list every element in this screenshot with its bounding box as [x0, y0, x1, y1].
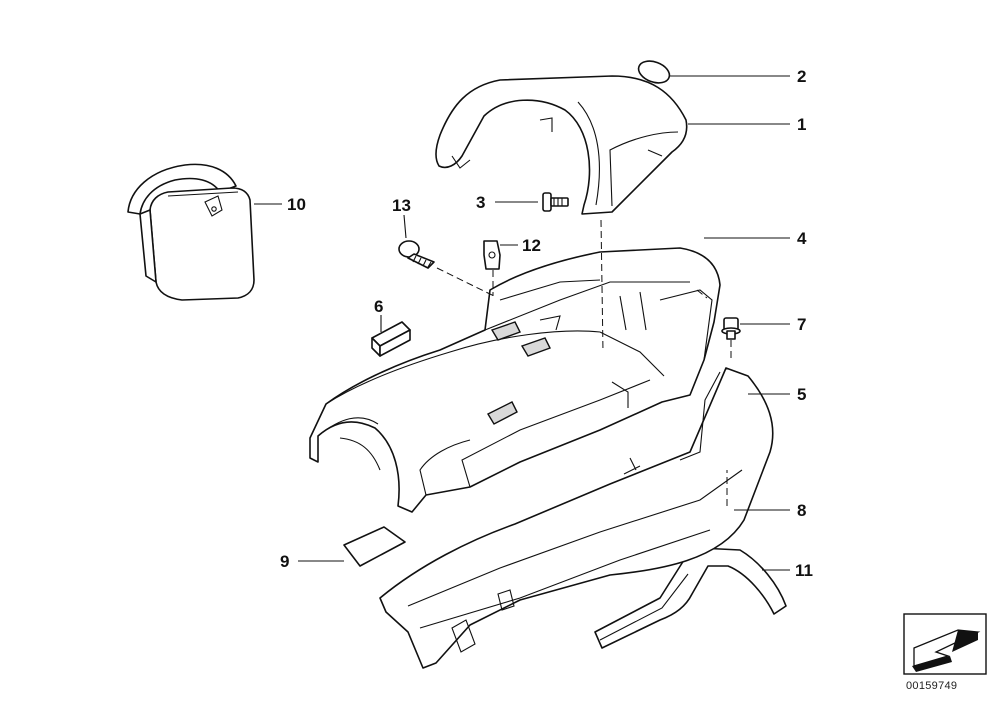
callout-11: 11 — [795, 561, 813, 580]
assembly-lines — [436, 219, 732, 506]
part-12-clip-nut — [483, 240, 501, 270]
callout-9: 9 — [280, 552, 289, 571]
main-undertray — [309, 247, 721, 513]
callout-10: 10 — [287, 195, 306, 214]
callout-13: 13 — [392, 196, 411, 215]
part-11-rubber-strip — [594, 547, 787, 649]
part-5-side-panel — [379, 367, 774, 669]
diagram-number: 00159749 — [906, 680, 958, 692]
callout-8: 8 — [797, 501, 806, 520]
part-1-seat-cowl — [435, 75, 688, 215]
callout-7: 7 — [797, 315, 806, 334]
callout-4: 4 — [797, 229, 807, 248]
callout-3: 3 — [476, 193, 485, 212]
part-3-bolt — [542, 192, 569, 212]
callout-5: 5 — [797, 385, 806, 404]
part-6-rubber-block — [371, 321, 411, 357]
arrow-icon[interactable] — [903, 613, 987, 675]
part-10-bag — [127, 163, 255, 301]
callout-12: 12 — [522, 236, 541, 255]
part-9-pad — [343, 526, 406, 567]
callout-2: 2 — [797, 67, 806, 86]
part-7-well-nut — [721, 317, 741, 340]
part-13-screw — [398, 240, 435, 269]
part-2-cap — [637, 60, 671, 84]
callout-1: 1 — [797, 115, 806, 134]
callout-6: 6 — [374, 297, 383, 316]
leader-lines — [254, 75, 790, 571]
